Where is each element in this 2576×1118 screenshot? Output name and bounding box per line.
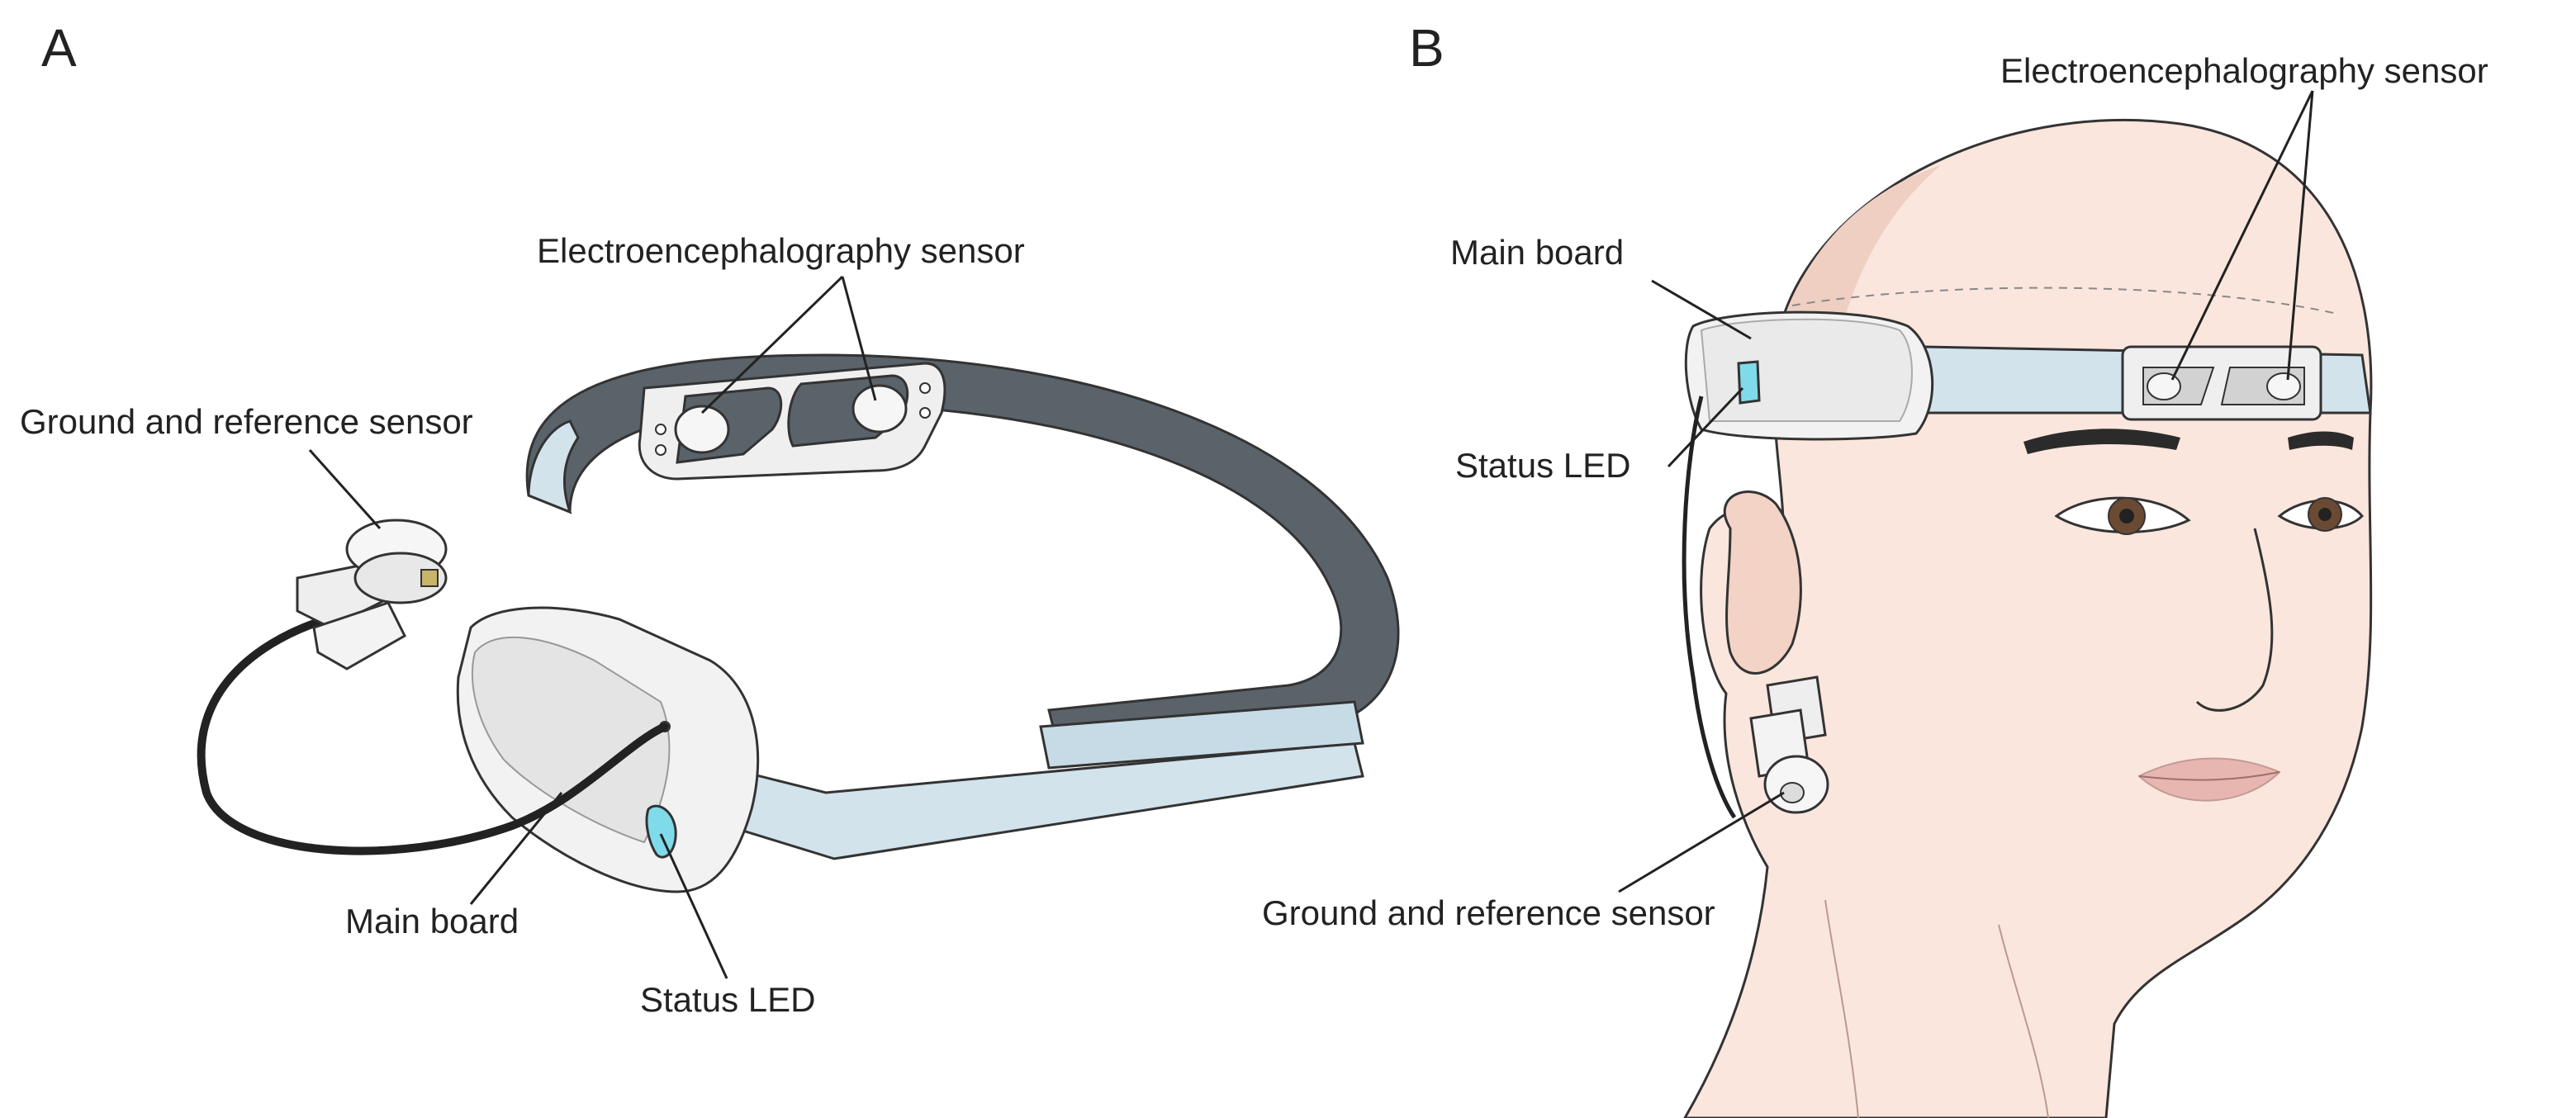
eeg-electrode-left-b	[2147, 372, 2181, 400]
leader-status-led-b	[1667, 386, 1744, 468]
nose	[2195, 528, 2274, 712]
eeg-sensor-plate-a	[638, 362, 946, 481]
eye-right	[2277, 497, 2365, 532]
status-led-b	[1737, 360, 1761, 405]
label-eeg-sensor-a: Electroencephalography sensor	[537, 231, 1025, 270]
label-ground-reference-b: Ground and reference sensor	[1262, 893, 1715, 932]
headband-inner-edge	[527, 419, 580, 514]
leader-eeg-left-a	[700, 275, 844, 415]
sensor-cable-b	[1682, 396, 1737, 819]
eeg-electrode-right-a	[852, 384, 908, 433]
eeg-sensor-plate-b	[2121, 345, 2322, 421]
leader-eeg-right-a	[841, 276, 877, 401]
panel-b: B	[1262, 18, 2488, 1118]
label-main-board-b: Main board	[1450, 233, 1624, 272]
eeg-electrode-right-b	[2266, 372, 2301, 400]
headband-back-dashed	[1791, 287, 2338, 315]
label-status-led-b: Status LED	[1455, 446, 1630, 485]
label-ground-reference-a: Ground and reference sensor	[20, 402, 473, 441]
label-main-board-a: Main board	[345, 902, 519, 940]
ear	[1723, 490, 1802, 675]
eyebrow-left	[2023, 429, 2180, 454]
ground-reference-clip-b	[1749, 675, 1829, 814]
main-board-housing-a	[456, 606, 760, 893]
leader-eeg-left-b	[2170, 90, 2314, 381]
sensor-cable-a	[197, 615, 669, 855]
label-status-led-a: Status LED	[640, 980, 815, 1019]
ground-reference-clip-a	[296, 519, 448, 670]
panel-a-letter: A	[41, 18, 77, 78]
eeg-electrode-left-a	[674, 405, 730, 454]
leader-ground-reference-a	[308, 448, 382, 530]
leader-status-led-a	[659, 833, 728, 979]
panel-b-letter: B	[1409, 18, 1445, 78]
eye-left	[2054, 496, 2191, 535]
main-board-housing-b	[1684, 310, 1934, 441]
leader-main-board-b	[1651, 279, 1752, 340]
leader-ground-reference-b	[1618, 791, 1785, 893]
label-eeg-sensor-b: Electroencephalography sensor	[2000, 51, 2488, 90]
eyebrow-right	[2288, 431, 2354, 450]
leader-eeg-right-b	[2286, 90, 2314, 381]
panel-a: A	[20, 18, 1400, 1019]
headband-front-strap	[725, 741, 1364, 860]
leader-main-board-a	[469, 792, 563, 905]
headband-strap-end	[1039, 700, 1364, 770]
